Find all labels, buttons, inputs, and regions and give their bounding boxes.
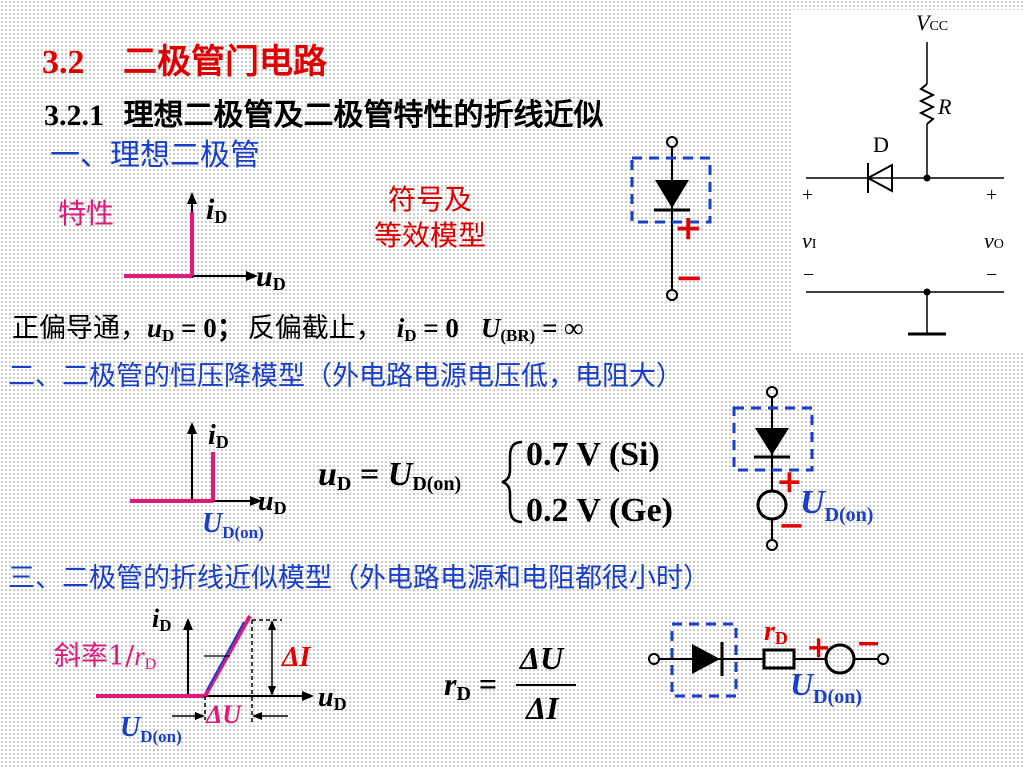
page-title: 3.2 二极管门电路 [42, 34, 327, 83]
axis-label-iD-1: iD [206, 193, 228, 227]
section3-heading: 三、二极管的折线近似模型（外电路电源和电阻都很小时） [8, 563, 710, 594]
minus-sign-3: − [856, 626, 882, 661]
delta-u-label: ΔU [206, 700, 242, 729]
input-plus: + [802, 184, 814, 206]
output-plus: + [986, 184, 998, 206]
plus-sign-3: + [806, 630, 832, 665]
diode-label: D [873, 132, 889, 157]
ud-on-axis-label-2: UD(on) [202, 508, 264, 542]
rd-equation-lhs: rD = [444, 666, 498, 705]
vo-label: vO [984, 228, 1004, 253]
ud-on-axis-label-3: UD(on) [120, 712, 182, 746]
subtitle-text: 理想二极管及二极管特性的折线近似 [123, 99, 604, 132]
minus-sign-2: − [778, 506, 805, 544]
constant-drop-equation: uD = UD(on) [318, 456, 462, 495]
resistor-label: R [938, 94, 952, 119]
plus-sign-2: + [776, 462, 803, 500]
axis-label-iD-3: iD [152, 604, 172, 635]
input-minus: − [803, 264, 815, 286]
case-silicon: 0.7 V (Si) [526, 436, 660, 473]
title-text: 二极管门电路 [123, 44, 327, 81]
axis-label-uD-1: uD [256, 260, 286, 294]
model-ud-on-label-3: UD(on) [790, 666, 862, 708]
axis-label-iD-2: iD [208, 420, 229, 452]
case-germanium: 0.2 V (Ge) [526, 492, 674, 529]
symbol-model-label: 符号及 等效模型 [374, 183, 487, 252]
delta-i-label: ΔI [282, 642, 311, 673]
rd-equation-denominator: ΔI [526, 690, 559, 726]
subtitle-number: 3.2.1 [44, 99, 104, 132]
section1-heading: 一、理想二极管 [50, 138, 260, 173]
vcc-label: VCC [916, 10, 949, 35]
title-number: 3.2 [42, 44, 85, 81]
model-ud-on-label: UD(on) [800, 484, 874, 526]
rd-equation-numerator: ΔU [520, 640, 564, 676]
plus-sign-1: + [674, 208, 703, 248]
subtitle: 3.2.1 理想二极管及二极管特性的折线近似 [44, 90, 604, 134]
model-rd-label: rD [764, 616, 788, 648]
gate-circuit-panel [792, 10, 1024, 352]
characteristic-label: 特性 [58, 197, 115, 230]
section2-heading: 二、二极管的恒压降模型（外电路电源电压低，电阻大） [8, 361, 683, 392]
output-minus: − [986, 264, 998, 286]
axis-label-uD-2: uD [258, 486, 287, 518]
vi-label: vI [802, 228, 817, 253]
minus-sign-1: − [675, 258, 704, 298]
slope-label: 斜率1/rD [54, 641, 157, 673]
axis-label-uD-3: uD [318, 682, 347, 714]
